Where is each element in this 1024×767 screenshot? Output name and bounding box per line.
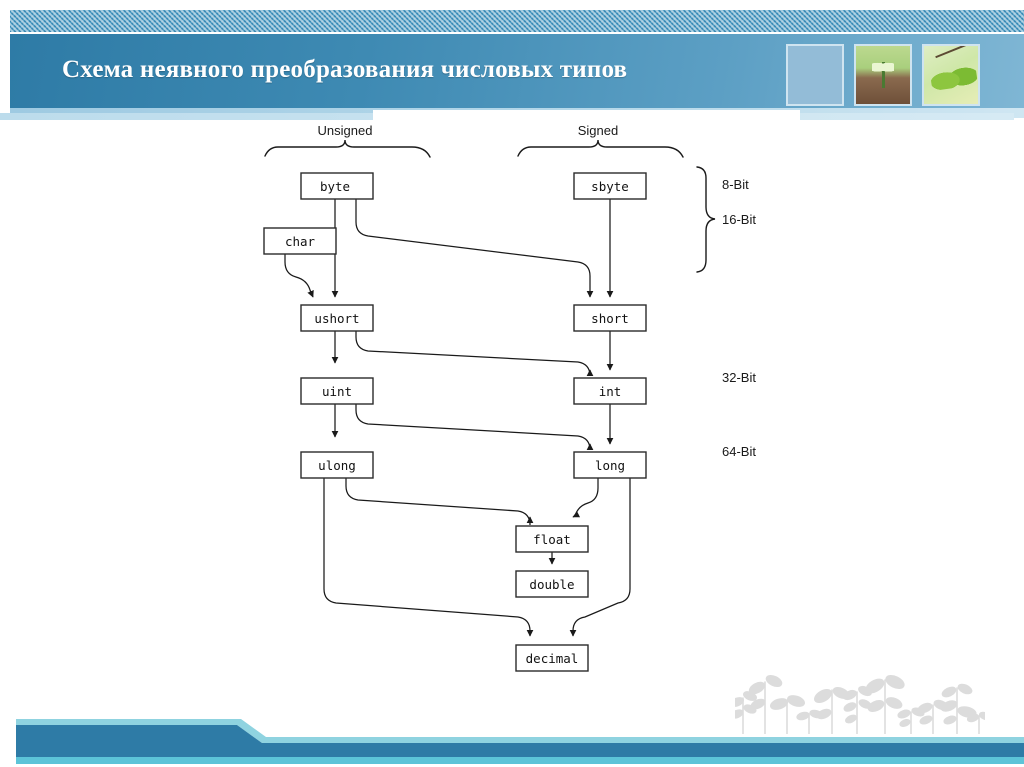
node-double[interactable]: double [515, 570, 589, 598]
edge-char-ushort [284, 254, 314, 298]
node-label-uint: uint [322, 384, 352, 399]
type-conversion-diagram: .bx{fill:#ffffff;stroke:#2b2b2b;stroke-w… [250, 112, 810, 672]
edge-ulong-float [345, 478, 534, 526]
edge-uint-long [355, 404, 594, 451]
node-label-long: long [595, 458, 625, 473]
node-byte[interactable]: byte [300, 172, 374, 200]
node-short[interactable]: short [573, 304, 647, 332]
bit-label-8: 8-Bit [722, 177, 749, 192]
node-int[interactable]: int [573, 377, 647, 405]
node-label-decimal: decimal [526, 651, 579, 666]
thumbnail-leaf-photo [922, 44, 980, 106]
node-label-int: int [599, 384, 622, 399]
footer-bars [0, 713, 1024, 767]
header-thumbnail-strip [786, 44, 996, 106]
group-label-unsigned: Unsigned [318, 123, 373, 138]
node-ushort[interactable]: ushort [300, 304, 374, 332]
edge-long-decimal [569, 478, 631, 637]
node-label-char: char [285, 234, 316, 249]
edge-long-float [572, 478, 599, 518]
edge-byte-short [355, 199, 594, 298]
thumbnail-sprout-photo [854, 44, 912, 106]
page-title: Схема неявного преобразования числовых т… [62, 56, 628, 83]
bit-label-16: 16-Bit [722, 212, 756, 227]
node-long[interactable]: long [573, 451, 647, 479]
node-ulong[interactable]: ulong [300, 451, 374, 479]
node-sbyte[interactable]: sbyte [573, 172, 647, 200]
node-uint[interactable]: uint [300, 377, 374, 405]
node-label-ushort: ushort [314, 311, 359, 326]
node-label-sbyte: sbyte [591, 179, 629, 194]
node-label-byte: byte [320, 179, 350, 194]
node-decimal[interactable]: decimal [515, 644, 589, 672]
bit-label-64: 64-Bit [722, 444, 756, 459]
group-label-signed: Signed [578, 123, 618, 138]
brace-16bit [696, 166, 716, 273]
brace-unsigned [264, 139, 431, 158]
header-hatch-stripe [10, 10, 1024, 32]
node-label-float: float [533, 532, 571, 547]
slide-header: Схема неявного преобразования числовых т… [0, 0, 1024, 120]
bit-label-32: 32-Bit [722, 370, 756, 385]
edge-ulong-decimal [323, 478, 534, 637]
footer-plant-decoration [730, 672, 992, 735]
edge-ushort-int [355, 331, 594, 377]
node-char[interactable]: char [263, 227, 337, 255]
node-label-short: short [591, 311, 629, 326]
brace-signed [517, 139, 684, 158]
node-label-ulong: ulong [318, 458, 356, 473]
thumbnail-plain-tile [786, 44, 844, 106]
node-label-double: double [529, 577, 574, 592]
node-float[interactable]: float [515, 525, 589, 553]
